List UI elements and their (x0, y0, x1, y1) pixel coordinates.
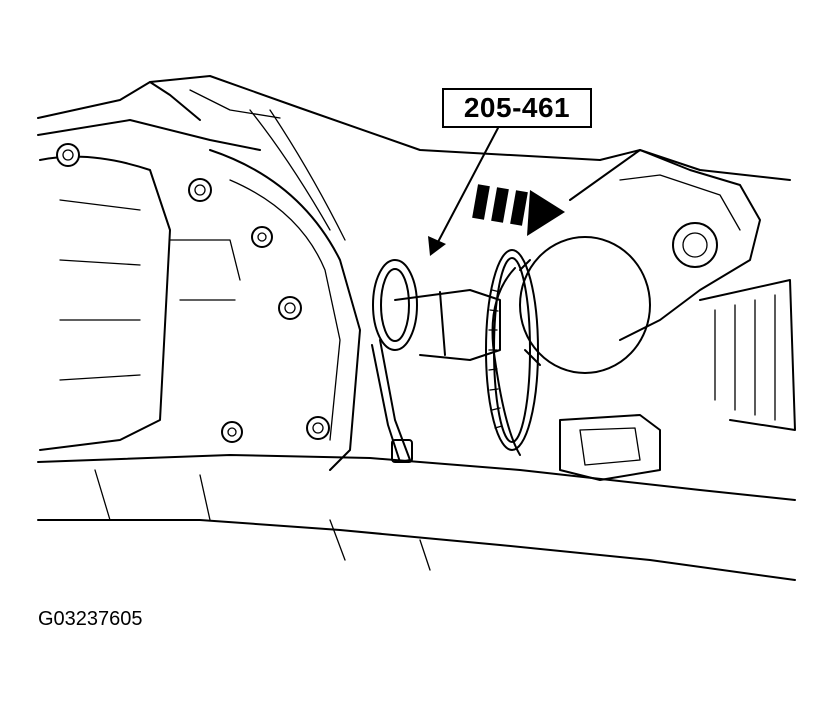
mount-bracket (569, 149, 796, 431)
motion-arrow-icon (472, 184, 565, 236)
special-tool (371, 259, 501, 463)
tool-callout-box: 205-461 (442, 88, 592, 128)
tool-callout-label: 205-461 (463, 92, 571, 123)
engine-block-upper (37, 75, 791, 181)
figure-id-label: G03237605 (38, 608, 143, 630)
crankshaft-hub (491, 236, 651, 456)
reluctor-ring (485, 249, 539, 451)
timing-cover (39, 109, 361, 471)
engine-block-lower (37, 414, 796, 581)
callout-leader (428, 127, 499, 256)
bolt-group (56, 143, 718, 443)
engine-crankshaft-illustration (37, 75, 796, 581)
